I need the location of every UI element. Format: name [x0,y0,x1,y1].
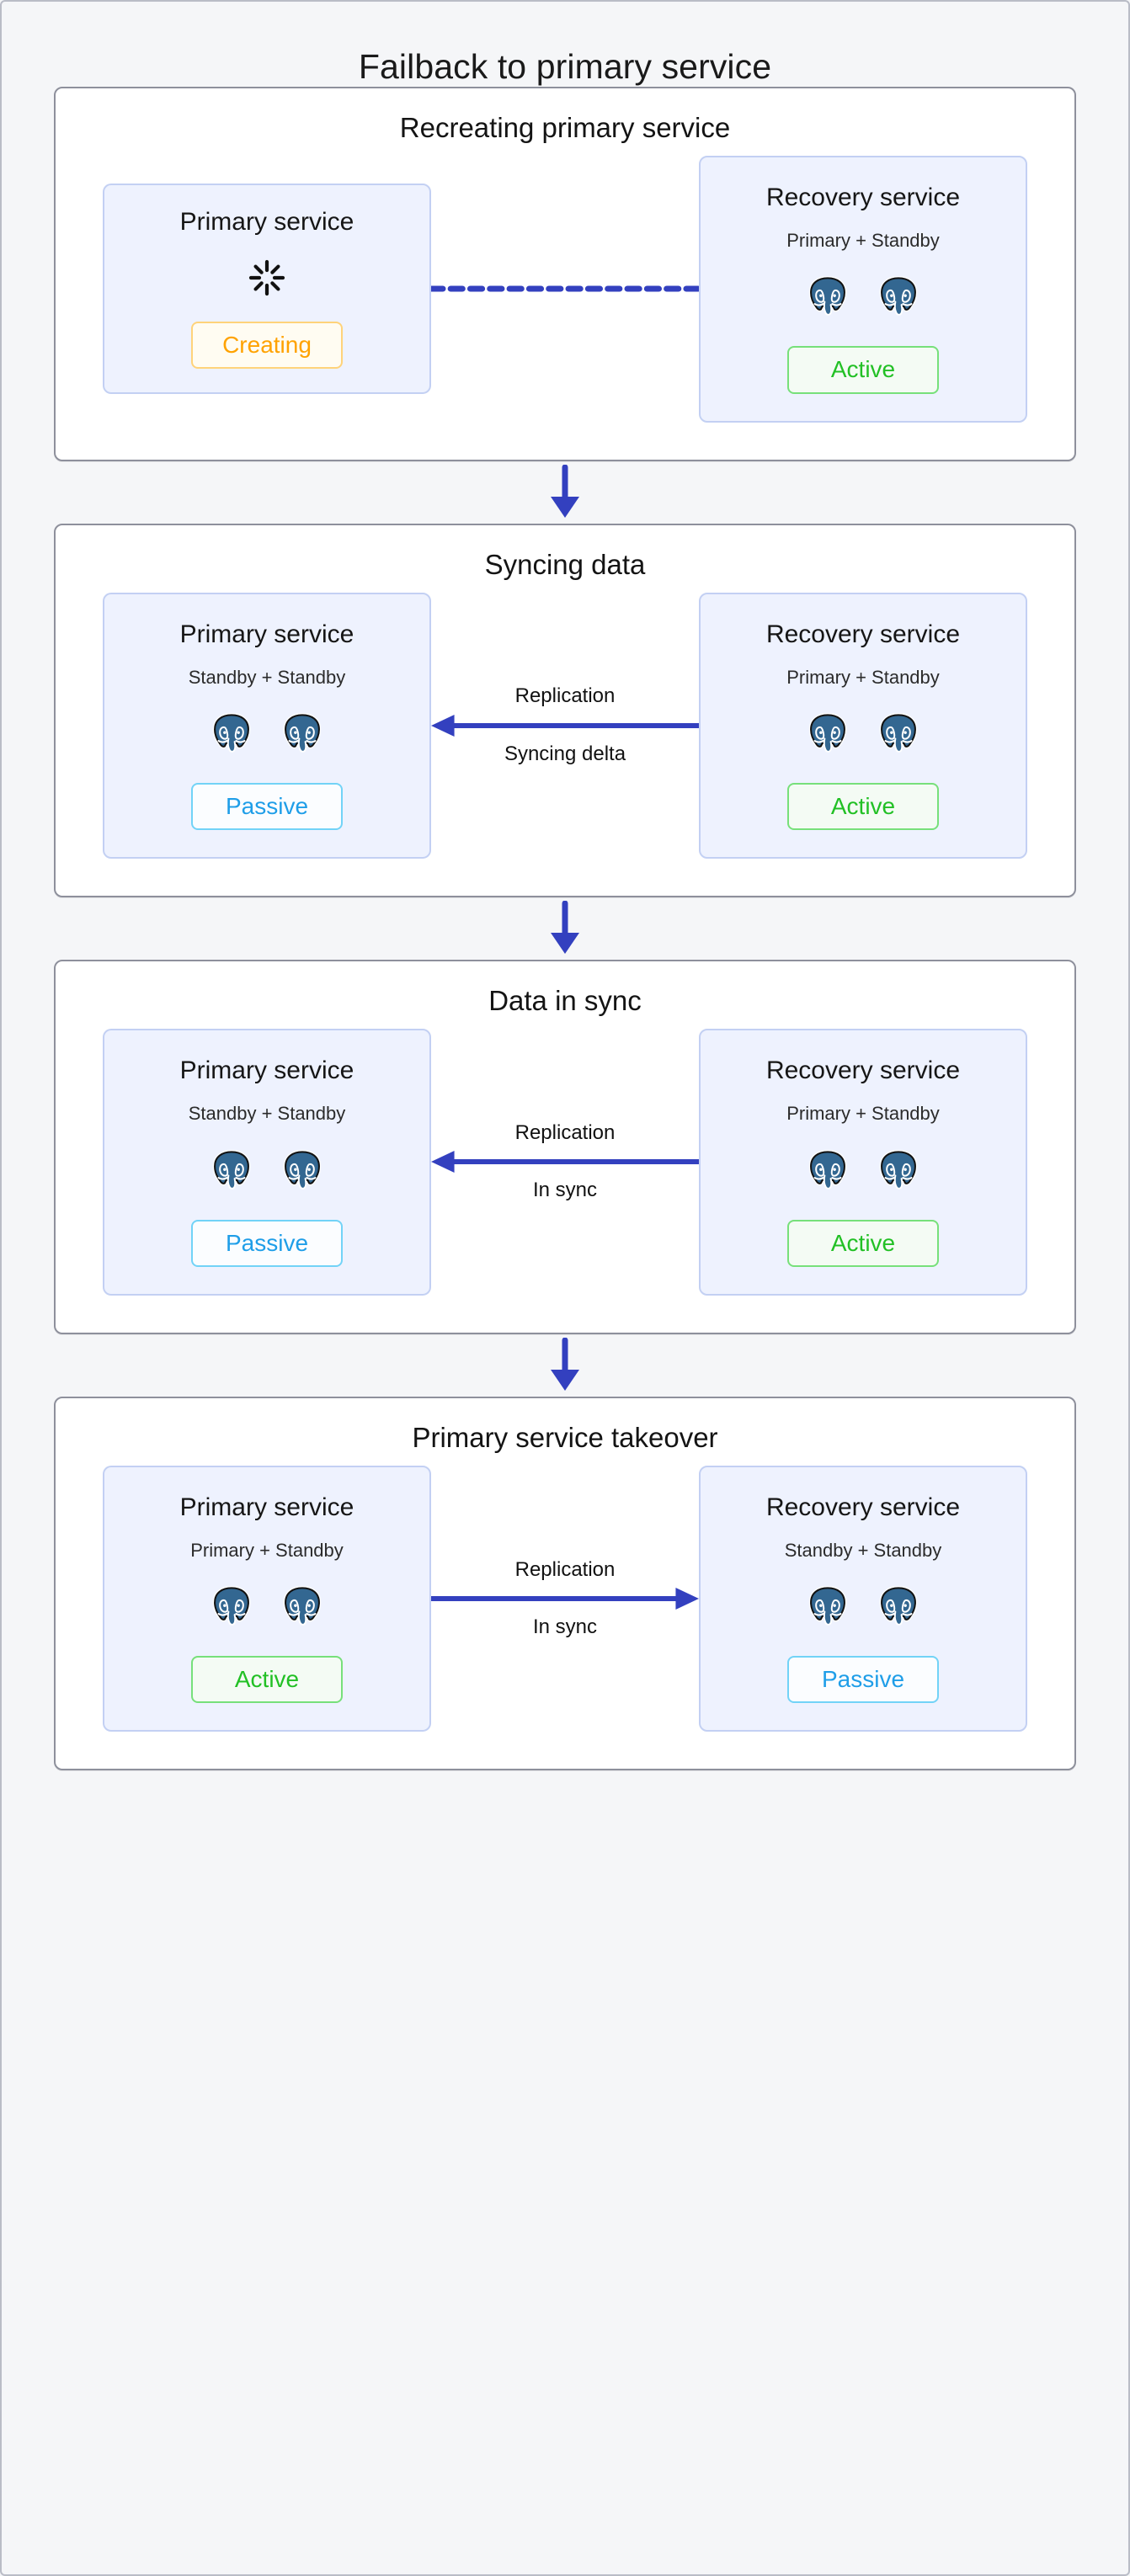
service-roles: Standby + Standby [188,1103,346,1125]
postgres-node-group [120,707,414,761]
spinner-icon [120,256,414,300]
right-arrow-icon [431,1588,699,1610]
postgres-elephant-icon [874,273,923,322]
service-roles: Standby + Standby [784,1539,942,1561]
service-roles: Primary + Standby [786,666,940,688]
postgres-elephant-icon [278,1583,327,1631]
status-badge: Active [787,346,939,394]
postgres-elephant-icon [278,1147,327,1195]
service-name: Primary service [179,620,354,648]
service-name: Primary service [179,208,354,237]
postgres-elephant-icon [803,273,852,322]
postgres-elephant-icon [874,1147,923,1195]
down-arrow-icon [54,461,1076,524]
down-arrow-icon [54,897,1076,960]
status-badge: Creating [191,322,343,370]
status-badge: Active [787,1219,939,1267]
stage-panel: Primary service takeover Primary service… [54,1396,1076,1771]
status-badge: Passive [191,1219,343,1267]
left-arrow-icon [431,714,699,737]
service-roles: Standby + Standby [188,666,346,688]
replication-connector [431,226,699,352]
postgres-node-group [120,1144,414,1198]
replication-connector: Replication In sync [431,1535,699,1662]
service-roles: Primary + Standby [786,1103,940,1125]
postgres-elephant-icon [207,710,256,758]
service-name: Primary service [179,1493,354,1521]
down-arrow-icon [54,1334,1076,1397]
postgres-elephant-icon [803,710,852,758]
dashed-line-icon [431,278,699,300]
postgres-elephant-icon [803,1147,852,1195]
connector-label-top: Replication [514,1121,616,1145]
service-name: Recovery service [765,184,961,211]
postgres-elephant-icon [874,710,923,758]
postgres-elephant-icon [874,1583,923,1631]
replication-connector: Replication Syncing delta [431,663,699,789]
postgres-elephant-icon [207,1583,256,1631]
service-roles: Primary + Standby [786,230,940,251]
connector-label-top: Replication [514,1557,616,1581]
connector-label-top: Replication [514,684,616,708]
postgres-node-group [716,707,1010,761]
service-name: Recovery service [765,620,961,648]
stage-title: Syncing data [484,548,646,580]
service-name: Recovery service [765,1056,961,1085]
service-name: Primary service [179,1056,354,1085]
stage-title: Data in sync [488,985,642,1017]
stage-list: Recreating primary service Primary servi… [2,87,1128,1771]
connector-label-bottom: In sync [532,1179,598,1202]
connector-label-bottom: In sync [532,1615,598,1639]
postgres-node-group [716,270,1010,324]
status-badge: Active [191,1656,343,1704]
postgres-node-group [120,1580,414,1634]
postgres-node-group [716,1144,1010,1198]
replication-connector: Replication In sync [431,1099,699,1225]
stage-panel: Recreating primary service Primary servi… [54,87,1076,461]
connector-label-bottom: Syncing delta [504,742,626,765]
service-roles: Primary + Standby [190,1539,344,1561]
postgres-elephant-icon [803,1583,852,1631]
status-badge: Passive [191,782,343,831]
service-name: Recovery service [765,1493,961,1521]
page-title: Failback to primary service [358,47,772,86]
left-arrow-icon [431,1151,699,1174]
postgres-node-group [716,1580,1010,1634]
postgres-elephant-icon [207,1147,256,1195]
stage-title: Recreating primary service [399,112,731,143]
status-badge: Passive [787,1656,939,1704]
stage-title: Primary service takeover [412,1421,718,1453]
postgres-elephant-icon [278,710,327,758]
status-badge: Active [787,782,939,831]
